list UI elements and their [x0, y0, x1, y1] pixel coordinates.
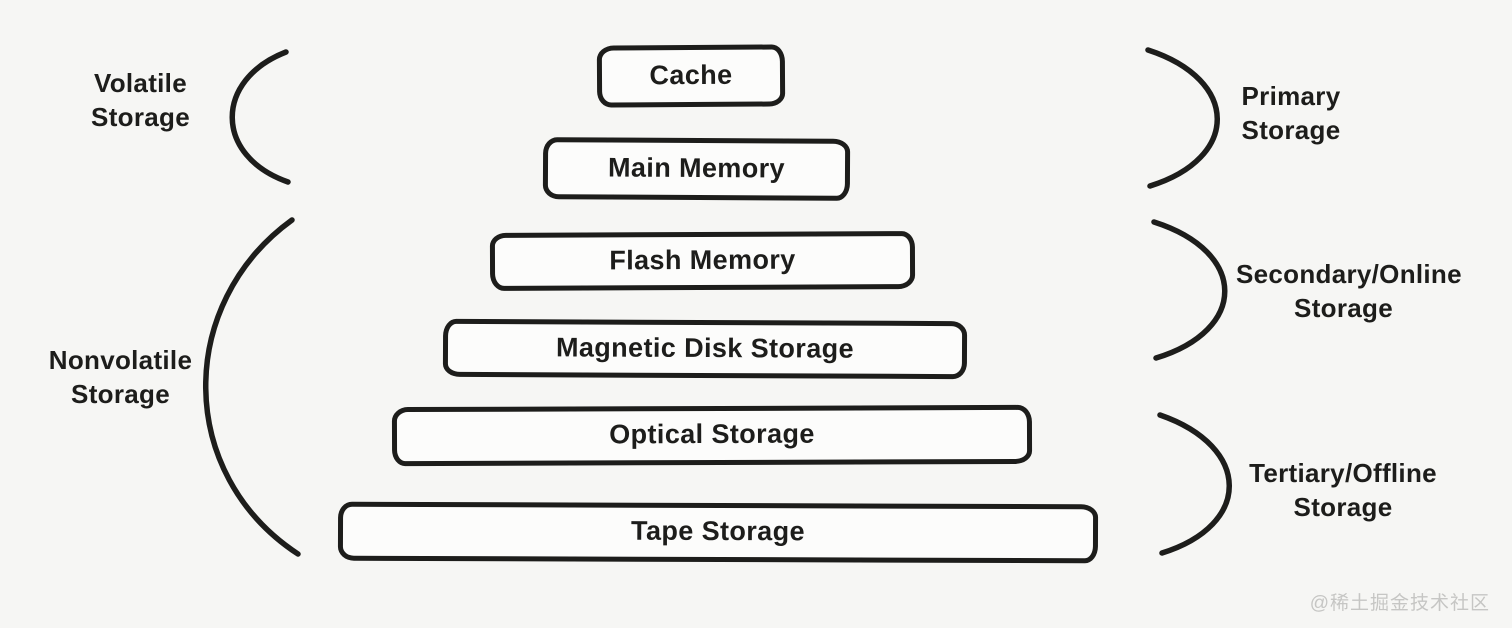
nonvolatile-group-bracket	[203, 217, 301, 557]
pyramid-level-magnetic-disk-storage: Magnetic Disk Storage	[442, 318, 968, 380]
primary-group-bracket	[1145, 47, 1220, 189]
pyramid-level-main-memory: Main Memory	[542, 137, 851, 201]
level-label-cache: Cache	[649, 59, 733, 90]
level-label-flash-memory: Flash Memory	[609, 244, 796, 275]
secondary-online-storage-label: Secondary/Online Storage	[1236, 259, 1462, 323]
pyramid-level-flash-memory: Flash Memory	[489, 231, 916, 291]
primary-storage-label: Primary Storage	[1241, 81, 1341, 145]
tertiary-offline-storage-label: Tertiary/Offline Storage	[1249, 458, 1437, 522]
volatile-group-bracket	[229, 49, 291, 185]
nonvolatile-storage-label: Nonvolatile Storage	[48, 345, 193, 409]
volatile-storage-label: Volatile Storage	[91, 68, 190, 132]
watermark: @稀土掘金技术社区	[1309, 593, 1490, 614]
secondary-group-bracket	[1151, 219, 1228, 361]
tertiary-group-bracket	[1157, 412, 1232, 556]
pyramid-level-tape-storage: Tape Storage	[337, 501, 1099, 564]
pyramid-level-cache: Cache	[596, 44, 786, 108]
level-label-magnetic-disk-storage: Magnetic Disk Storage	[555, 331, 855, 364]
level-label-optical-storage: Optical Storage	[609, 418, 815, 450]
level-label-tape-storage: Tape Storage	[631, 515, 805, 547]
level-label-main-memory: Main Memory	[607, 152, 786, 183]
pyramid-level-optical-storage: Optical Storage	[391, 404, 1033, 467]
